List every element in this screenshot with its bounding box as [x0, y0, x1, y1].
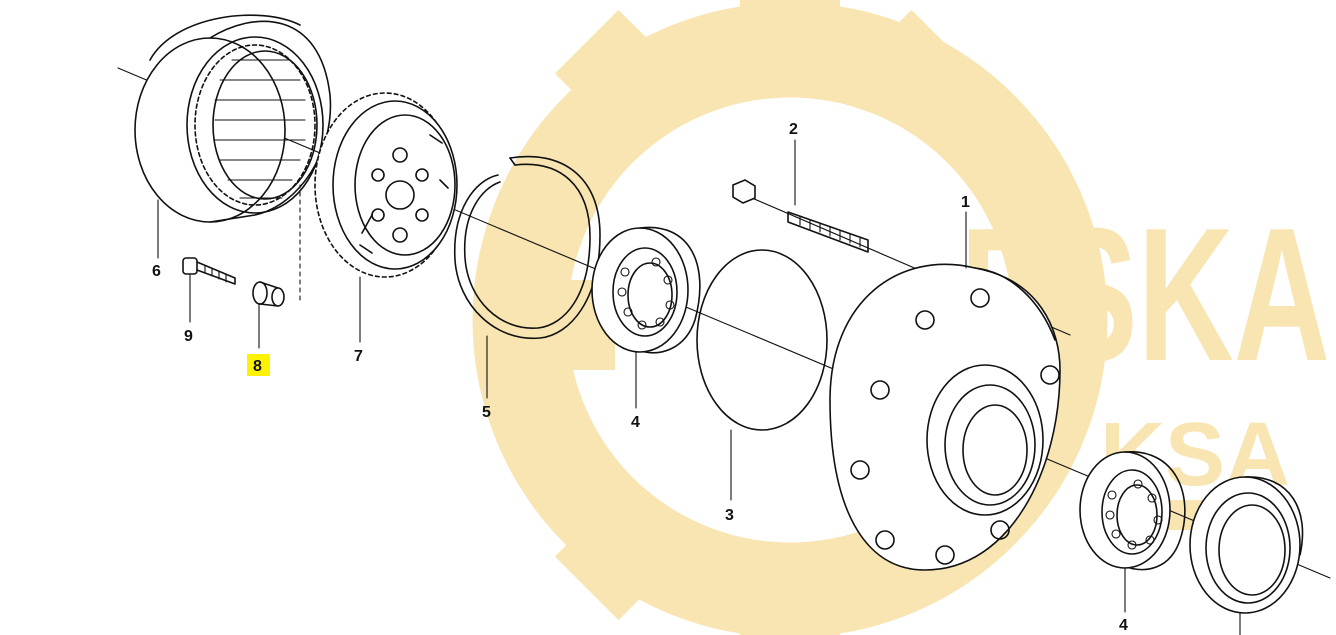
callout-8: 8	[253, 358, 262, 375]
callout-4b: 4	[1119, 617, 1128, 634]
o-ring	[696, 249, 828, 431]
leader-lines	[157, 139, 1241, 635]
wheel-stud	[732, 179, 869, 253]
watermark-gear-icon	[472, 0, 1108, 635]
wheel-bearing-inner	[591, 226, 701, 354]
bolt	[182, 257, 236, 285]
callout-7: 6	[152, 263, 161, 280]
callout-8-highlight	[247, 354, 270, 376]
callout-9: 9	[184, 328, 193, 345]
callout-4a: 4	[631, 414, 640, 431]
callout-2: 2	[789, 121, 798, 138]
callout-6: 7	[354, 348, 363, 365]
callout-1: 1	[961, 194, 970, 211]
hub-seal	[1189, 476, 1304, 614]
callout-5: 5	[482, 404, 491, 421]
planet-carrier-gear	[299, 92, 458, 301]
wheel-hub	[829, 263, 1061, 571]
callouts: 6 9 8 7 5 4 3 2 1 4	[152, 121, 1128, 634]
callout-3: 3	[725, 507, 734, 524]
ring-gear	[134, 14, 332, 223]
bushing	[252, 281, 285, 307]
snap-ring	[454, 155, 601, 339]
